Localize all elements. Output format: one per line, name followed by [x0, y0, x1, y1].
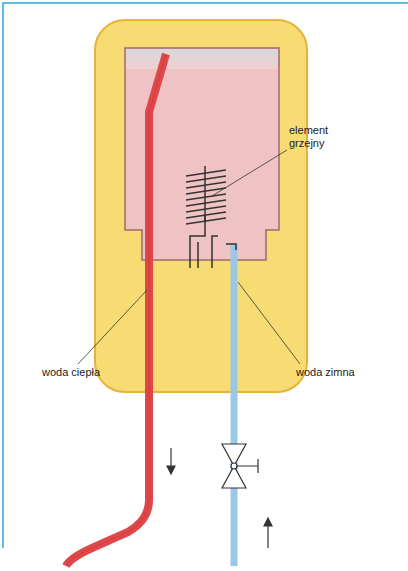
frame-line	[3, 3, 408, 548]
cold-water-pipe	[231, 244, 238, 566]
part-label: woda zimna	[296, 366, 376, 379]
heating-element	[186, 166, 226, 268]
part-label: element grzejny	[289, 124, 339, 150]
flow-arrow	[167, 448, 272, 548]
hot-water-pipe	[66, 54, 166, 566]
insulation-housing	[95, 20, 307, 392]
part-label: woda ciepła	[42, 366, 122, 379]
air-space	[126, 49, 278, 69]
valve-symbol	[222, 444, 258, 488]
hot-pipe-edge	[66, 54, 166, 566]
leader-line	[78, 150, 300, 364]
cold-inlet-hook	[226, 244, 236, 250]
